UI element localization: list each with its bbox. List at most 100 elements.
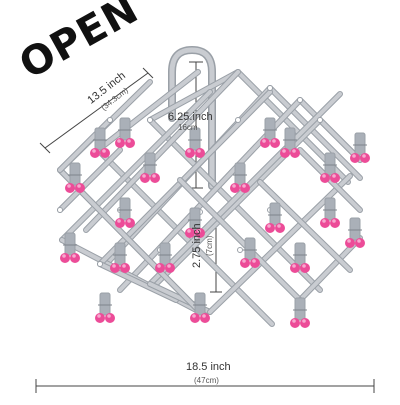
- frame-bar: [268, 86, 362, 180]
- clip-grip-highlight: [302, 264, 306, 268]
- clip-metal: [69, 162, 81, 186]
- clip-grip: [355, 238, 365, 248]
- frame-rivet: [97, 261, 103, 267]
- clip-peg: [290, 242, 310, 273]
- clip-grip-highlight: [72, 254, 76, 258]
- clip-metal: [294, 297, 306, 321]
- clip-grip: [125, 138, 135, 148]
- clip-grip: [345, 238, 355, 248]
- clip-grip: [280, 148, 290, 158]
- clip-grip: [65, 183, 75, 193]
- clip-grip-highlight: [117, 139, 121, 143]
- clip-metal: [144, 152, 156, 176]
- clip-grip-highlight: [282, 149, 286, 153]
- clip-grip-highlight: [302, 319, 306, 323]
- clip-peg: [155, 242, 175, 273]
- frame-bar: [148, 70, 240, 122]
- clip-metal: [99, 292, 111, 316]
- clip-grip-highlight: [292, 319, 296, 323]
- clip-peg: [345, 217, 365, 248]
- clip-grip: [320, 173, 330, 183]
- clip-grip-highlight: [102, 149, 106, 153]
- clip-grip: [75, 183, 85, 193]
- clip-grip-highlight: [77, 184, 81, 188]
- clip-grip: [200, 313, 210, 323]
- clip-grip: [140, 173, 150, 183]
- clip-grip-highlight: [187, 229, 191, 233]
- hanger-hook: [168, 45, 216, 190]
- frame-bar: [84, 70, 240, 232]
- clip-peg: [115, 197, 135, 228]
- clip-grip-highlight: [112, 264, 116, 268]
- clip-grip: [60, 253, 70, 263]
- clip-grip: [115, 218, 125, 228]
- clip-metal: [234, 162, 246, 186]
- clip-grip-highlight: [62, 254, 66, 258]
- clip-grip-highlight: [242, 184, 246, 188]
- clip-metal: [94, 127, 106, 151]
- clip-grip: [95, 313, 105, 323]
- clip-peg: [185, 207, 205, 238]
- width-top-guide: [44, 72, 149, 149]
- clip-grip-highlight: [272, 139, 276, 143]
- clip-peg: [90, 127, 110, 158]
- clip-peg: [290, 297, 310, 328]
- clip-grip-highlight: [187, 149, 191, 153]
- clip-grip: [260, 138, 270, 148]
- clip-pegs: [60, 117, 370, 328]
- clip-grip-highlight: [67, 184, 71, 188]
- clip-grip-highlight: [347, 239, 351, 243]
- clip-metal: [159, 242, 171, 266]
- clip-grip-highlight: [322, 174, 326, 178]
- clip-grip-highlight: [197, 229, 201, 233]
- clip-grip: [360, 153, 370, 163]
- hook-height-cm-label: 16cm: [178, 123, 198, 132]
- frame-rivet: [317, 117, 323, 123]
- frame-bar: [208, 174, 352, 314]
- clip-peg: [110, 242, 130, 273]
- hook-body: [169, 47, 215, 189]
- clip-grip: [100, 148, 110, 158]
- clip-grip-highlight: [352, 154, 356, 158]
- clip-grip-highlight: [277, 224, 281, 228]
- width-top-guide-tick: [142, 67, 154, 79]
- clip-grip: [300, 318, 310, 328]
- frame-bar: [96, 70, 200, 152]
- clip-peg: [320, 197, 340, 228]
- clip-grip-highlight: [332, 174, 336, 178]
- cell-inch-label: 2.75 inch: [191, 223, 203, 268]
- clip-grip: [90, 148, 100, 158]
- clip-peg: [230, 162, 250, 193]
- clip-grip-highlight: [157, 264, 161, 268]
- clip-grip: [185, 148, 195, 158]
- clip-metal: [119, 117, 131, 141]
- frame-bar: [298, 236, 362, 302]
- frame-rivet: [107, 117, 113, 123]
- clip-grip-highlight: [362, 154, 366, 158]
- clip-metal: [324, 197, 336, 221]
- clip-metal: [189, 127, 201, 151]
- clip-grip-highlight: [97, 314, 101, 318]
- clip-peg: [240, 237, 260, 268]
- clip-grip-highlight: [117, 219, 121, 223]
- clip-grip: [195, 148, 205, 158]
- clip-grip-highlight: [292, 264, 296, 268]
- clip-peg: [320, 152, 340, 183]
- clip-grip: [270, 138, 280, 148]
- clip-metal: [114, 242, 126, 266]
- clip-grip: [320, 218, 330, 228]
- clip-peg: [60, 232, 80, 263]
- clip-peg: [65, 162, 85, 193]
- clip-peg: [115, 117, 135, 148]
- cell-cm-label: (7cm): [205, 235, 214, 256]
- frame-bar: [258, 180, 352, 272]
- frame-rivet: [297, 97, 303, 103]
- clip-grip-highlight: [122, 264, 126, 268]
- clip-grip: [290, 318, 300, 328]
- clip-grip-highlight: [152, 174, 156, 178]
- clip-grip-highlight: [197, 149, 201, 153]
- clip-grip-highlight: [292, 149, 296, 153]
- clip-peg: [140, 152, 160, 183]
